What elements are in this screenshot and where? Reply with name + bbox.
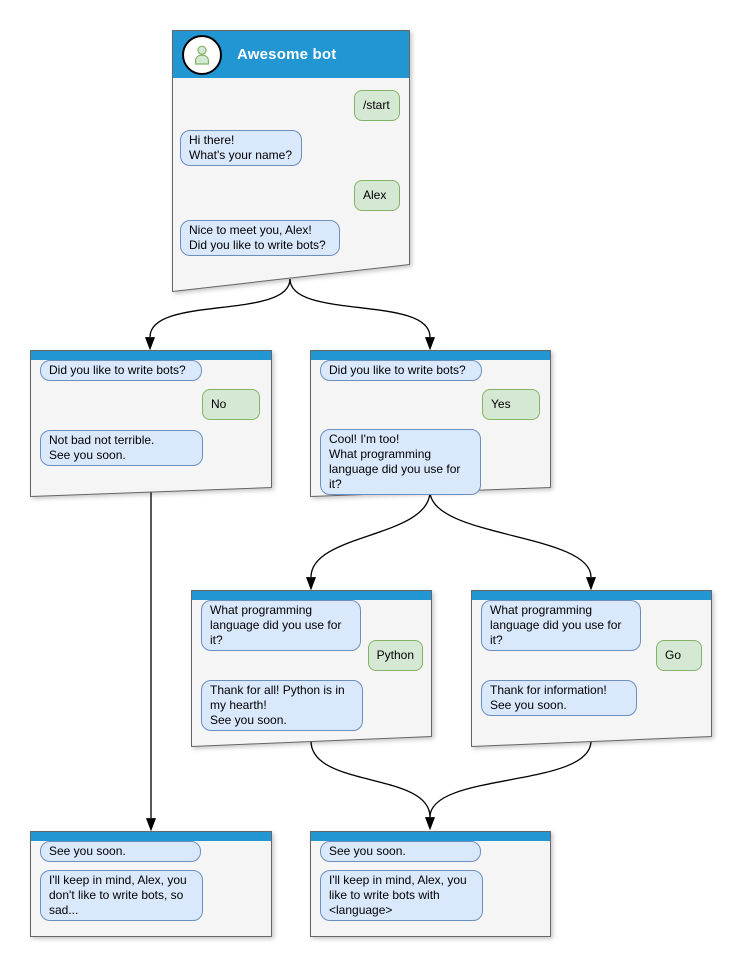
person-icon: [194, 45, 210, 65]
bot-title: Awesome bot: [237, 46, 337, 63]
chat-window-branch-yes: Did you like to write bots? Yes Cool! I'…: [310, 350, 551, 497]
chat-window-branch-python: What programming language did you use fo…: [191, 590, 432, 747]
user-message-name: Alex: [354, 180, 400, 211]
bot-message-reply: Thank for all! Python is in my hearth! S…: [201, 680, 363, 731]
user-message-start: /start: [354, 90, 400, 121]
chat-window-end-yes: See you soon. I'll keep in mind, Alex, y…: [310, 831, 551, 937]
bot-message-question: See you soon.: [40, 841, 201, 862]
chat-header: [472, 591, 711, 600]
bot-message-reply: Not bad not terrible. See you soon.: [40, 430, 203, 466]
chat-window-branch-no: Did you like to write bots? No Not bad n…: [30, 350, 272, 497]
connector-yes-to-go: [429, 490, 597, 591]
chat-header: [311, 351, 550, 360]
connector-yes-to-python: [305, 490, 431, 591]
bot-message-question: What programming language did you use fo…: [201, 600, 361, 651]
chat-window-main: Awesome bot /start Hi there! What's your…: [172, 30, 410, 292]
bot-message-question: Nice to meet you, Alex! Did you like to …: [180, 220, 340, 256]
bot-message-question: What programming language did you use fo…: [481, 600, 641, 651]
bot-message-reply: I'll keep in mind, Alex, you like to wri…: [320, 870, 483, 921]
chat-header: Awesome bot: [173, 31, 409, 78]
bot-message-reply: Cool! I'm too! What programming language…: [320, 429, 481, 495]
chat-header: [31, 832, 271, 841]
chat-header: [31, 351, 271, 360]
bot-message-question: See you soon.: [320, 841, 481, 862]
connector-no-to-end-no: [145, 492, 157, 832]
bot-message-question: Did you like to write bots?: [320, 360, 482, 381]
connector-go-to-end-yes: [424, 740, 592, 831]
chat-header: [311, 832, 550, 841]
user-message-answer: Python: [367, 640, 423, 671]
user-message-answer: Yes: [482, 389, 540, 420]
connector-start-to-yes: [289, 278, 436, 351]
bot-avatar: [182, 34, 222, 75]
chat-header: [192, 591, 431, 600]
chat-window-branch-go: What programming language did you use fo…: [471, 590, 712, 747]
bot-message-reply: I'll keep in mind, Alex, you don't like …: [40, 870, 203, 921]
bot-message-reply: Thank for information! See you soon.: [481, 680, 637, 716]
connector-start-to-no: [144, 278, 291, 351]
chat-window-end-no: See you soon. I'll keep in mind, Alex, y…: [30, 831, 272, 937]
bot-message-question: Did you like to write bots?: [40, 360, 202, 381]
user-message-answer: No: [202, 389, 260, 420]
user-message-answer: Go: [656, 640, 702, 671]
connector-python-to-end-yes: [310, 740, 431, 818]
bot-message-greeting: Hi there! What's your name?: [180, 130, 302, 166]
